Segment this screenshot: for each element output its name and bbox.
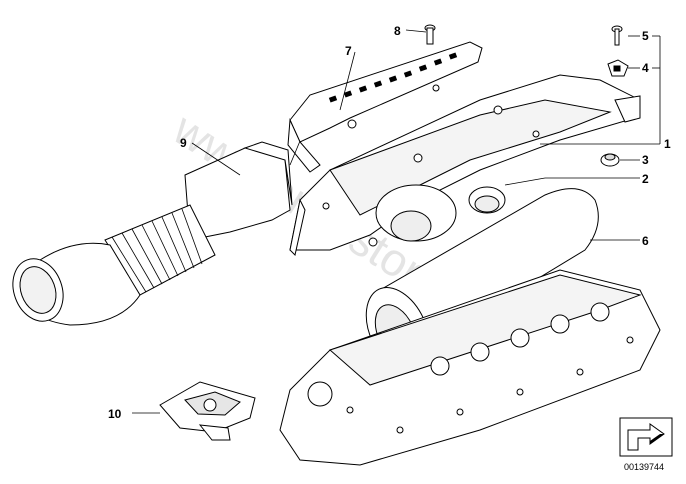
part-10-sensor-bracket: [159, 381, 256, 441]
callout-7: 7: [345, 44, 352, 58]
callout-9: 9: [180, 136, 187, 150]
callout-2: 2: [642, 172, 649, 186]
callout-6: 6: [642, 234, 649, 248]
direction-arrow-icon: [627, 423, 665, 451]
part-2-grommet: [468, 186, 506, 214]
part-5-bolt: [611, 25, 623, 46]
callout-3: 3: [642, 153, 649, 167]
part-4-clip-nut: [607, 59, 629, 77]
cylinder-head: [279, 269, 661, 466]
part-8-screw: [424, 24, 436, 45]
part-9-intake-hose: [12, 141, 293, 326]
part-1-engine-cover: [289, 74, 641, 256]
callout-labels: 1 2 3 4 5 6 7 8 9 10: [108, 24, 671, 421]
document-number: 00139744: [624, 462, 664, 472]
callout-10: 10: [108, 407, 122, 421]
callout-5: 5: [642, 29, 649, 43]
callout-1: 1: [664, 137, 671, 151]
callout-8: 8: [394, 24, 401, 38]
part-7-cover-bracket: [287, 41, 483, 173]
document-badge: 00139744: [619, 417, 673, 472]
callout-4: 4: [642, 61, 649, 75]
part-3-rubber-mount: [600, 153, 620, 167]
leader-lines: [132, 29, 661, 414]
